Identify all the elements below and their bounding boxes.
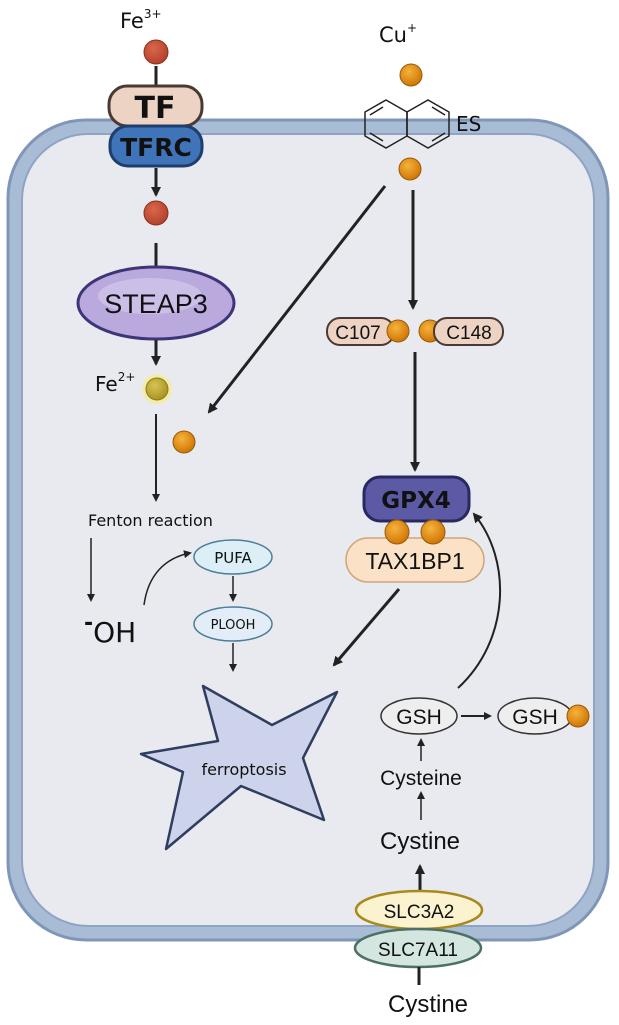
gsh-bound-label: GSH	[512, 706, 558, 729]
cystine-outer-label: Cystine	[388, 991, 468, 1018]
elesclomol-structure-icon	[364, 99, 450, 149]
copper-ion-c107-icon	[386, 319, 410, 343]
tax1bp1-protein: TAX1BP1	[345, 537, 485, 583]
cell-membrane	[6, 118, 610, 942]
copper-ion-gpx4-left-icon	[384, 519, 410, 545]
tax1bp1-label: TAX1BP1	[365, 548, 464, 574]
fe2-label: Fe2+	[95, 370, 135, 396]
gpx4-enzyme: GPX4	[362, 475, 471, 523]
c148-label: C148	[446, 323, 491, 344]
steap3-label: STEAP3	[104, 289, 208, 319]
tf-label: TF	[135, 91, 176, 126]
c107-label: C107	[335, 323, 380, 344]
c107-site: C107	[326, 317, 395, 346]
tfrc-receptor: TFRC	[108, 124, 204, 168]
es-to-copper-arrow	[207, 185, 387, 414]
slc3a2-label: SLC3A2	[384, 902, 455, 923]
cu-label: Cu+	[379, 21, 417, 47]
steap3-enzyme: STEAP3	[76, 265, 236, 341]
tf-receptor: TF	[107, 84, 204, 128]
slc7a11-transporter: SLC7A11	[353, 927, 483, 969]
c148-site: C148	[433, 317, 504, 346]
ferroptosis-node: ferroptosis	[139, 684, 339, 851]
gsh-to-gpx4-arrow	[457, 512, 502, 689]
pufa-label: PUFA	[214, 549, 252, 567]
pufa-node: PUFA	[193, 539, 273, 575]
cysteine-label: Cysteine	[380, 767, 462, 790]
plooh-label: PLOOH	[211, 618, 256, 633]
slc7a11-label: SLC7A11	[378, 940, 458, 961]
gsh-node: GSH	[380, 697, 458, 735]
gpx4-label: GPX4	[381, 488, 450, 514]
gsh-label: GSH	[396, 706, 442, 729]
slc3a2-transporter: SLC3A2	[354, 889, 484, 931]
copper-ion-outer-icon	[399, 63, 423, 87]
gsh-copper-node: GSH	[497, 697, 573, 735]
tfrc-label: TFRC	[120, 133, 192, 162]
cystine-inner-label: Cystine	[380, 828, 460, 855]
ferroptosis-label: ferroptosis	[201, 760, 286, 779]
copper-ion-gpx4-right-icon	[420, 519, 446, 545]
plooh-node: PLOOH	[193, 606, 273, 642]
fe2-ion-icon	[145, 377, 169, 401]
fe3-ion-icon	[143, 39, 169, 65]
tax1bp1-to-ferroptosis-arrow	[332, 588, 401, 667]
copper-ion-es-icon	[398, 157, 422, 181]
fe3-label: Fe3+	[120, 7, 162, 33]
oh-to-pufa-arrow	[143, 550, 192, 606]
copper-ion-gsh-icon	[566, 704, 590, 728]
fenton-reaction-label: Fenton reaction	[88, 511, 213, 530]
hydroxyl-label: -OH	[84, 611, 136, 649]
fe3-internal-icon	[143, 200, 169, 226]
copper-ion-left-icon	[172, 430, 196, 454]
es-label: ES	[456, 112, 481, 136]
